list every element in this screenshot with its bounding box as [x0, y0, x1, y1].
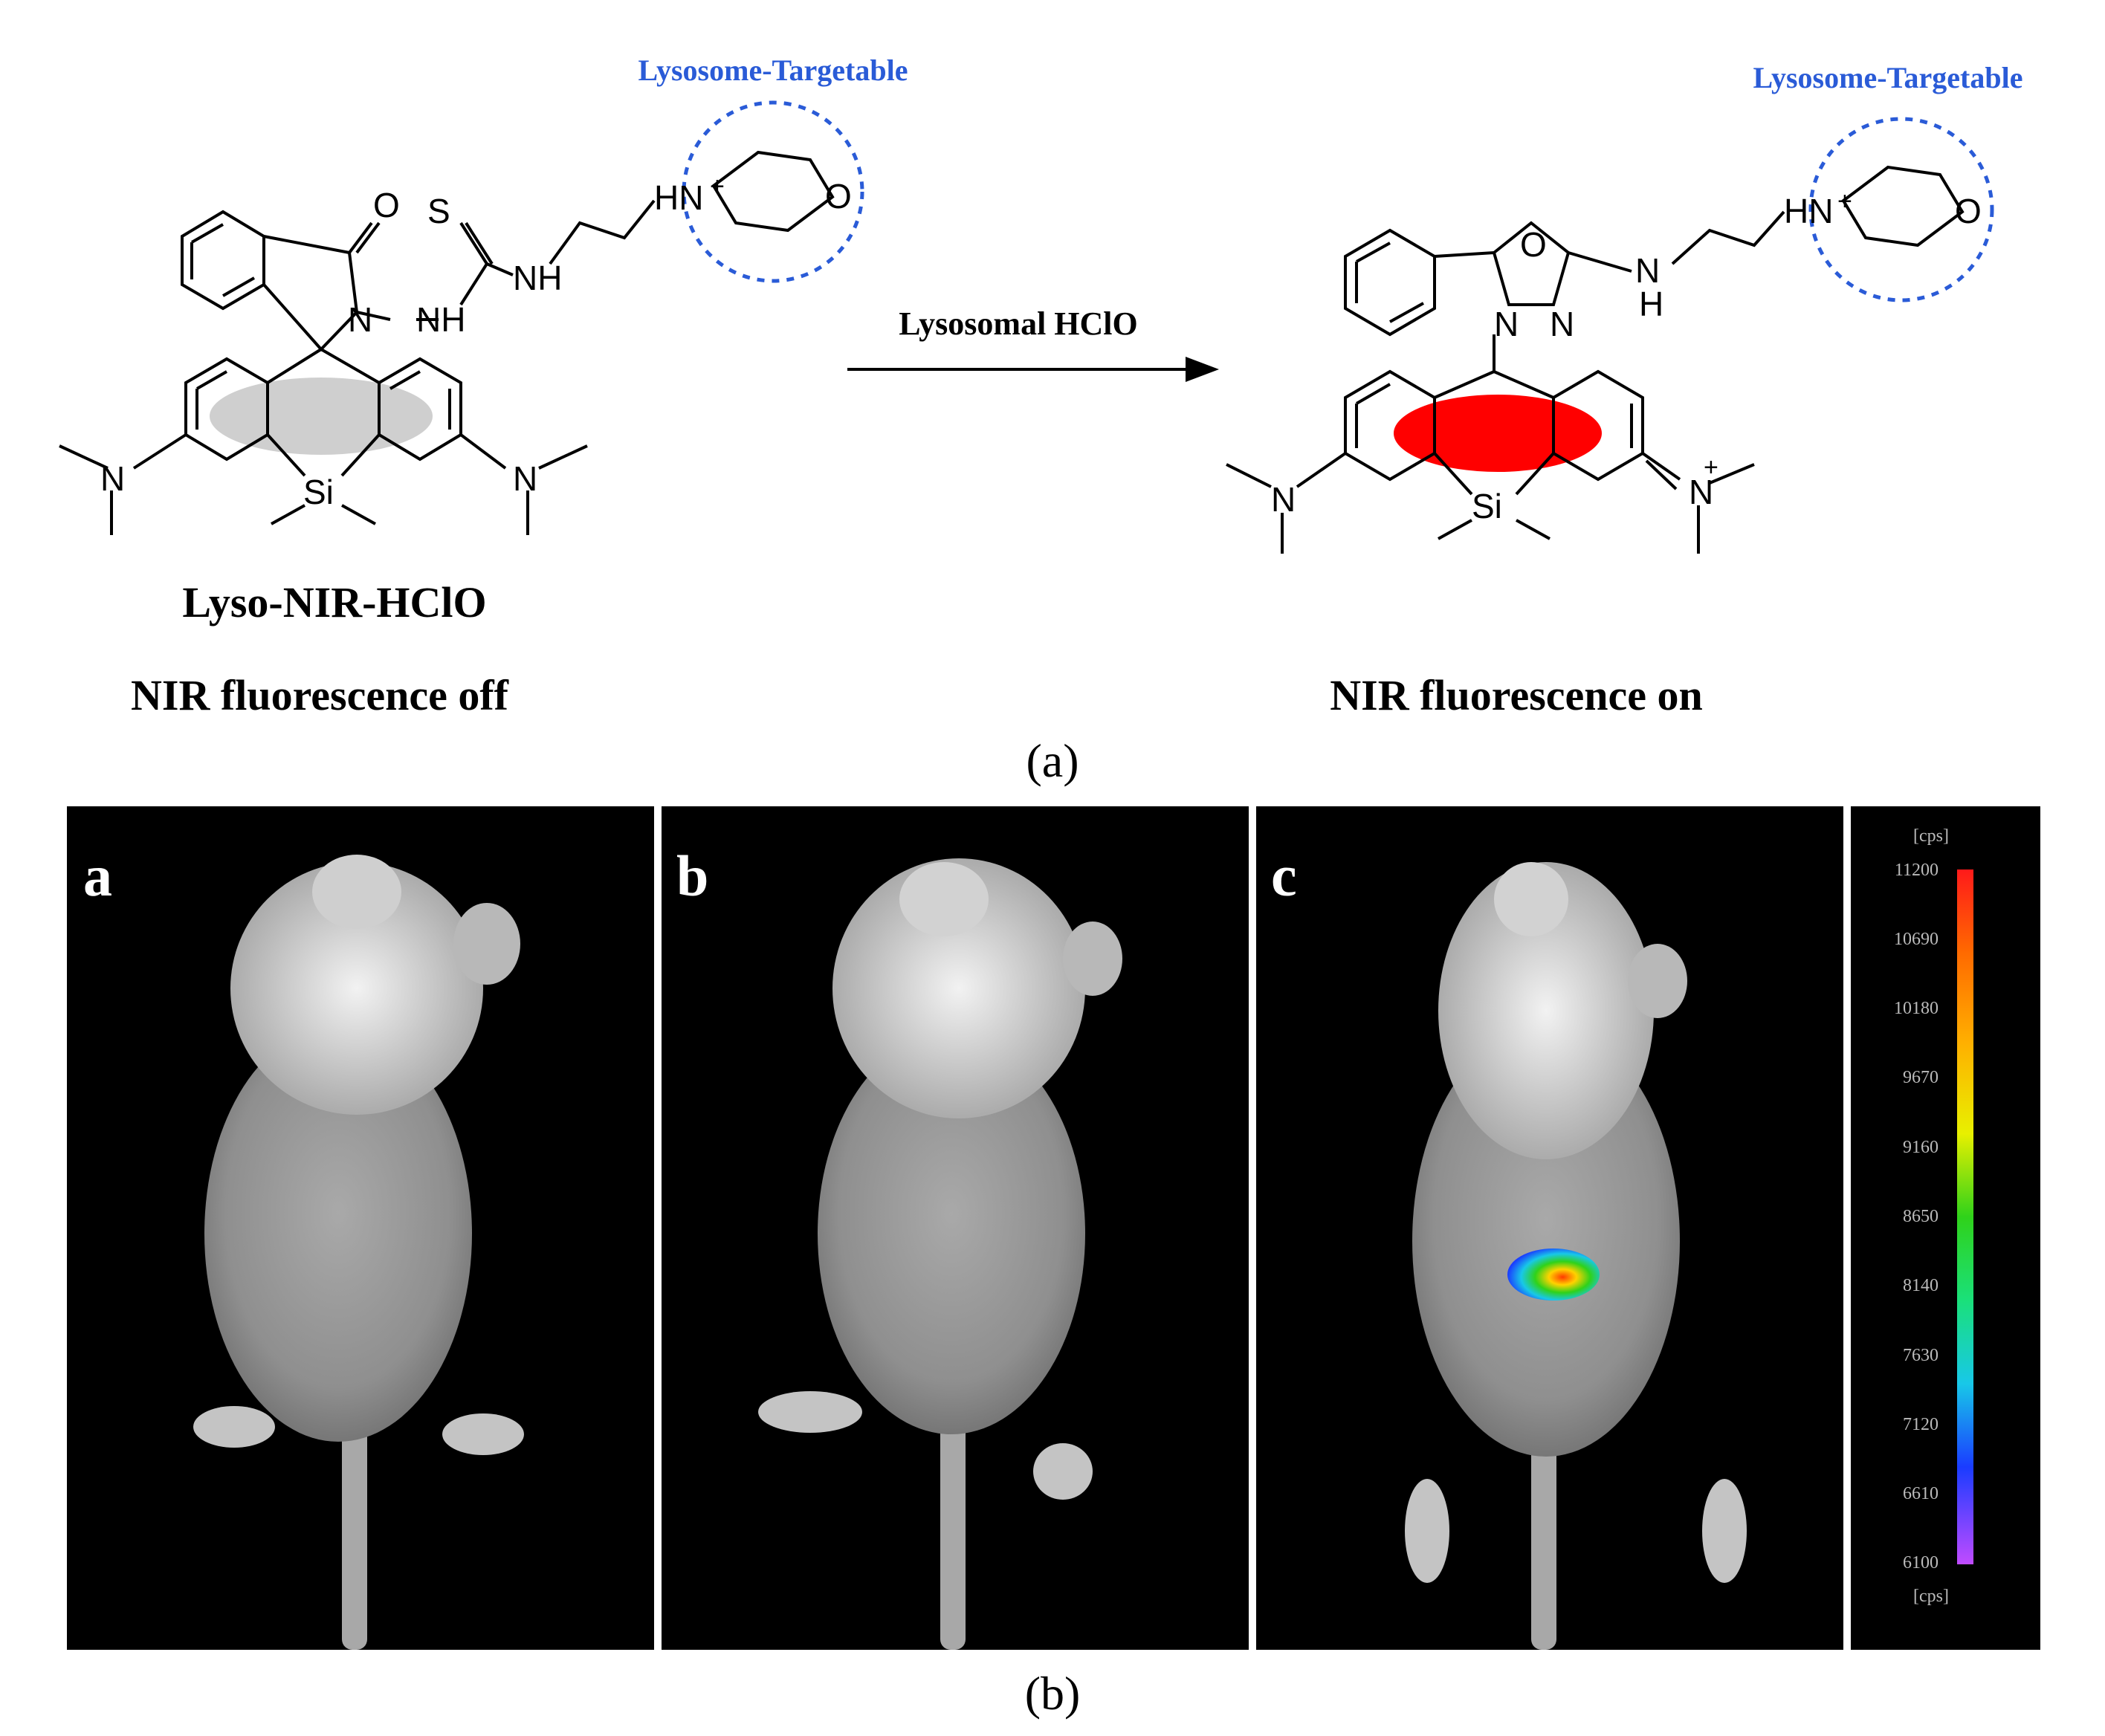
targetable-label-right: Lysosome-Targetable [1753, 61, 2023, 94]
atom-label: N [100, 459, 125, 498]
compound-name: Lyso-NIR-HClO [182, 578, 486, 626]
product-atom-labels: O N N N H HN + O Si N N + [1271, 187, 1982, 525]
fluorescence-hotspot [1507, 1248, 1600, 1301]
colorbar-tick: 6610 [1903, 1484, 1939, 1503]
atom-label: Si [303, 473, 334, 511]
colorbar-tick: 6100 [1903, 1553, 1939, 1573]
panel-label-c: c [1271, 843, 1297, 908]
mouse-image [758, 858, 1122, 1650]
atom-label: S [427, 192, 450, 230]
atom-label: N [1689, 473, 1713, 511]
atom-label: N [1494, 305, 1519, 343]
colorbar-unit-top: [cps] [1913, 826, 1949, 846]
colorbar-ticks: 11200 10690 10180 9670 9160 8650 8140 76… [1894, 861, 1939, 1573]
colorbar-tick: 10180 [1894, 999, 1939, 1018]
colorbar-tick: 10690 [1894, 930, 1939, 949]
caption-b: (b) [1025, 1667, 1081, 1720]
colorbar-tick: 7630 [1903, 1346, 1939, 1365]
off-core-shading [210, 378, 433, 455]
atom-label: O [825, 177, 852, 216]
atom-label: H [1639, 285, 1663, 323]
mouse-image [1405, 862, 1747, 1650]
atom-label: O [1955, 192, 1982, 230]
atom-label: + [710, 172, 725, 201]
reaction-arrow [847, 357, 1219, 382]
atom-label: N [348, 300, 372, 339]
atom-label: HN [654, 178, 703, 217]
probe-atom-labels: O S NH N NH HN + O Si N N [100, 172, 852, 511]
caption-a: (a) [1026, 734, 1079, 787]
atom-label: N [1271, 480, 1296, 519]
atom-label: O [1520, 225, 1547, 264]
product-molecule [1226, 117, 1994, 554]
colorbar-panel: [cps] [cps] 11200 10690 10180 9670 9160 … [1851, 806, 2040, 1650]
colorbar-tick: 9160 [1903, 1138, 1939, 1157]
colorbar-tick: 9670 [1903, 1068, 1939, 1087]
atom-label: N [1550, 305, 1574, 343]
state-label-off: NIR fluorescence off [131, 671, 509, 719]
colorbar-tick: 8140 [1903, 1276, 1939, 1295]
arrow-label: Lysosomal HClO [899, 305, 1138, 342]
on-core-shading [1394, 395, 1602, 472]
imaging-panel-c: c [1256, 806, 1843, 1650]
mouse-image [193, 855, 524, 1650]
state-label-on: NIR fluorescence on [1330, 671, 1703, 719]
atom-label: + [1704, 453, 1718, 482]
panel-label-b: b [676, 843, 708, 908]
atom-label: NH [513, 259, 562, 297]
atom-label: Si [1472, 487, 1502, 525]
panel-label-a: a [83, 843, 112, 908]
colorbar-tick: 7120 [1903, 1415, 1939, 1434]
atom-label: NH [416, 300, 465, 339]
atom-label: N [513, 459, 537, 498]
atom-label: O [373, 186, 400, 224]
colorbar-tick: 8650 [1903, 1207, 1939, 1226]
atom-label: N [1635, 251, 1660, 290]
reaction-scheme [59, 100, 1994, 554]
colorbar-tick: 11200 [1895, 861, 1939, 880]
atom-label: HN [1784, 192, 1833, 230]
atom-label: + [1837, 187, 1852, 216]
probe-molecule [59, 100, 864, 535]
targetable-label-left: Lysosome-Targetable [638, 54, 908, 87]
imaging-panels: a b [67, 806, 2040, 1650]
imaging-panel-b: b [662, 806, 1249, 1650]
colorbar-gradient [1957, 869, 1973, 1564]
colorbar-unit-bottom: [cps] [1913, 1587, 1949, 1606]
imaging-panel-a: a [67, 806, 654, 1650]
